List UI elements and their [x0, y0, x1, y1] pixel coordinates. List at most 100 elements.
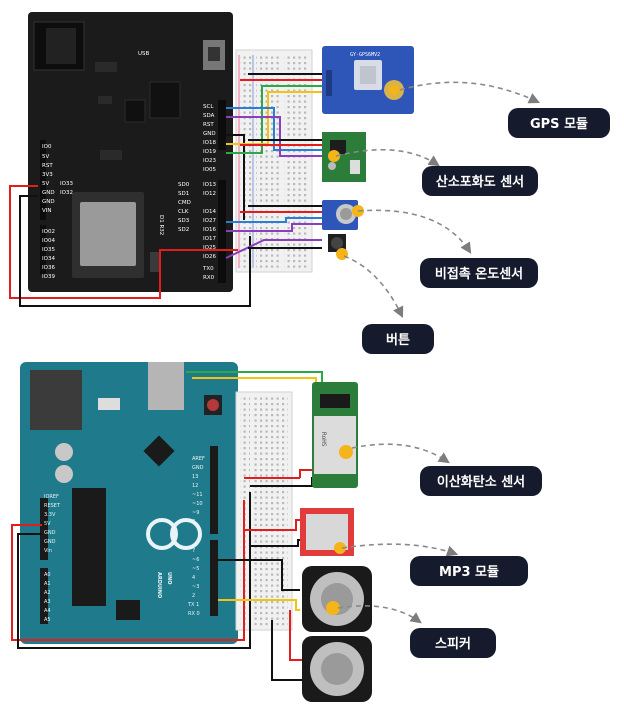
gps-chip-label: GY-GPS6MV2 — [350, 52, 380, 58]
pin-label: AREF — [192, 456, 205, 462]
pin-label: 3V3 — [42, 172, 53, 178]
pin-label: SD2 — [178, 227, 189, 233]
pin-label: GND — [203, 131, 216, 137]
pin-label: ~10 — [192, 501, 203, 507]
co2-chip-label: RoHS — [320, 432, 327, 447]
pin-label: CMD — [178, 200, 191, 206]
pin-label: RST — [42, 163, 53, 169]
pin-label: IO23 — [203, 158, 216, 164]
label-text: 버튼 — [386, 332, 410, 348]
label-gps: GPS 모듈 — [508, 108, 610, 138]
pin-label: 13 — [192, 474, 198, 480]
pin-label: GND — [44, 530, 56, 536]
gps-module: GY-GPS6MV2 — [322, 46, 414, 114]
pin-label: IO25 — [203, 245, 216, 251]
arrows-bottom — [337, 443, 459, 624]
label-text: MP3 모듈 — [439, 565, 499, 580]
speaker-2 — [302, 636, 372, 702]
pin-label: IO35 — [42, 247, 55, 253]
label-text: 스피커 — [435, 637, 471, 652]
pin-label: IO13 — [203, 182, 216, 188]
board-model-label: D1 R32 — [158, 215, 164, 235]
pin-label: ~9 — [192, 510, 199, 516]
pin-label: IOREF — [44, 494, 59, 500]
pin-label: RX0 — [203, 275, 215, 281]
pin-label: ~11 — [192, 492, 203, 498]
oxygen-sensor-module — [322, 132, 366, 182]
pin-label: 5V — [44, 521, 51, 527]
pin-label: VIN — [42, 208, 52, 214]
pin-label: GND — [42, 199, 55, 205]
pin-label: GND — [42, 190, 55, 196]
pin-label: A5 — [44, 617, 51, 623]
label-text: 산소포화도 센서 — [436, 174, 524, 190]
pin-label: IO05 — [203, 167, 216, 173]
pin-label: 4 — [192, 575, 195, 581]
wires-bottom — [11, 371, 323, 681]
pin-label: SCL — [203, 104, 214, 110]
uno-brand-label: ARDUINO — [156, 572, 162, 598]
pin-label: RST — [203, 122, 214, 128]
breadboard-top — [235, 49, 313, 273]
label-button: 버튼 — [362, 324, 434, 354]
pin-label: A3 — [44, 599, 51, 605]
pin-label: RX 0 — [188, 611, 200, 617]
label-co2: 이산화탄소 센서 — [420, 466, 542, 496]
pin-label: IO36 — [42, 265, 55, 271]
pin-label: IO27 — [203, 218, 216, 224]
pin-label: 3.3V — [44, 512, 56, 518]
pin-label: SD3 — [178, 218, 190, 224]
wires-top — [9, 73, 322, 307]
pin-label: 8 — [192, 519, 195, 525]
label-temperature: 비접촉 온도센서 — [420, 258, 538, 288]
pin-label: IO14 — [203, 209, 216, 215]
pin-label: A2 — [44, 590, 51, 596]
pin-label: IO33 — [60, 181, 73, 187]
pin-label: 12 — [192, 483, 198, 489]
esp32-right-pins: SCL SDA RST GND IO18 IO19 IO23 IO05 SD0 … — [178, 104, 216, 281]
uno-model-label: UNO — [166, 572, 172, 585]
pin-label: SD1 — [178, 191, 189, 197]
pin-label: 7 — [192, 548, 195, 554]
arrows-top — [335, 81, 541, 319]
pin-label: GND — [44, 539, 56, 545]
usb-label: USB — [138, 51, 150, 57]
pin-label: IO32 — [60, 190, 73, 196]
pin-label: IO0 — [42, 144, 52, 150]
pin-label: GND — [192, 465, 204, 471]
pin-label: IO12 — [203, 191, 216, 197]
mp3-module — [300, 508, 354, 556]
pin-label: Vin — [44, 548, 52, 554]
pin-label: 5V — [42, 181, 49, 187]
pin-label: IO17 — [203, 236, 216, 242]
label-speaker: 스피커 — [410, 628, 496, 658]
pin-label: SDA — [203, 113, 215, 119]
label-oxygen: 산소포화도 센서 — [422, 166, 538, 196]
temperature-sensor-module — [322, 200, 364, 230]
speaker-1 — [302, 566, 372, 632]
label-text: 비접촉 온도센서 — [435, 266, 523, 282]
pin-label: IO26 — [203, 254, 216, 260]
esp32-left-pins: IO0 5V RST 3V3 5V GND GND VIN IO33 IO32 … — [42, 144, 73, 280]
arduino-uno-board: ARDUINO UNO — [20, 362, 238, 644]
pin-label: 2 — [192, 593, 195, 599]
pin-label: 5V — [42, 154, 49, 160]
uno-power-pins: IOREF RESET 3.3V 5V GND GND Vin A0 A1 A2… — [44, 494, 61, 623]
pin-label: IO19 — [203, 149, 216, 155]
pin-label: RESET — [44, 503, 61, 509]
pin-label: ~6 — [192, 557, 199, 563]
pin-label: ~5 — [192, 566, 199, 572]
pin-label: IO16 — [203, 227, 216, 233]
uno-digital-pins: AREF GND 13 12 ~11 ~10 ~9 8 7 ~6 ~5 4 ~3… — [187, 456, 205, 617]
pin-label: CLK — [178, 209, 189, 215]
label-mp3: MP3 모듈 — [410, 556, 528, 586]
label-text: 이산화탄소 센서 — [437, 474, 525, 490]
pin-label: IO18 — [203, 140, 216, 146]
pin-label: IO39 — [42, 274, 55, 280]
pin-label: ~3 — [192, 584, 199, 590]
pin-label: A1 — [44, 581, 51, 587]
pin-label: A0 — [44, 572, 51, 578]
co2-sensor-module: RoHS — [312, 382, 358, 488]
pin-label: A4 — [44, 608, 51, 614]
